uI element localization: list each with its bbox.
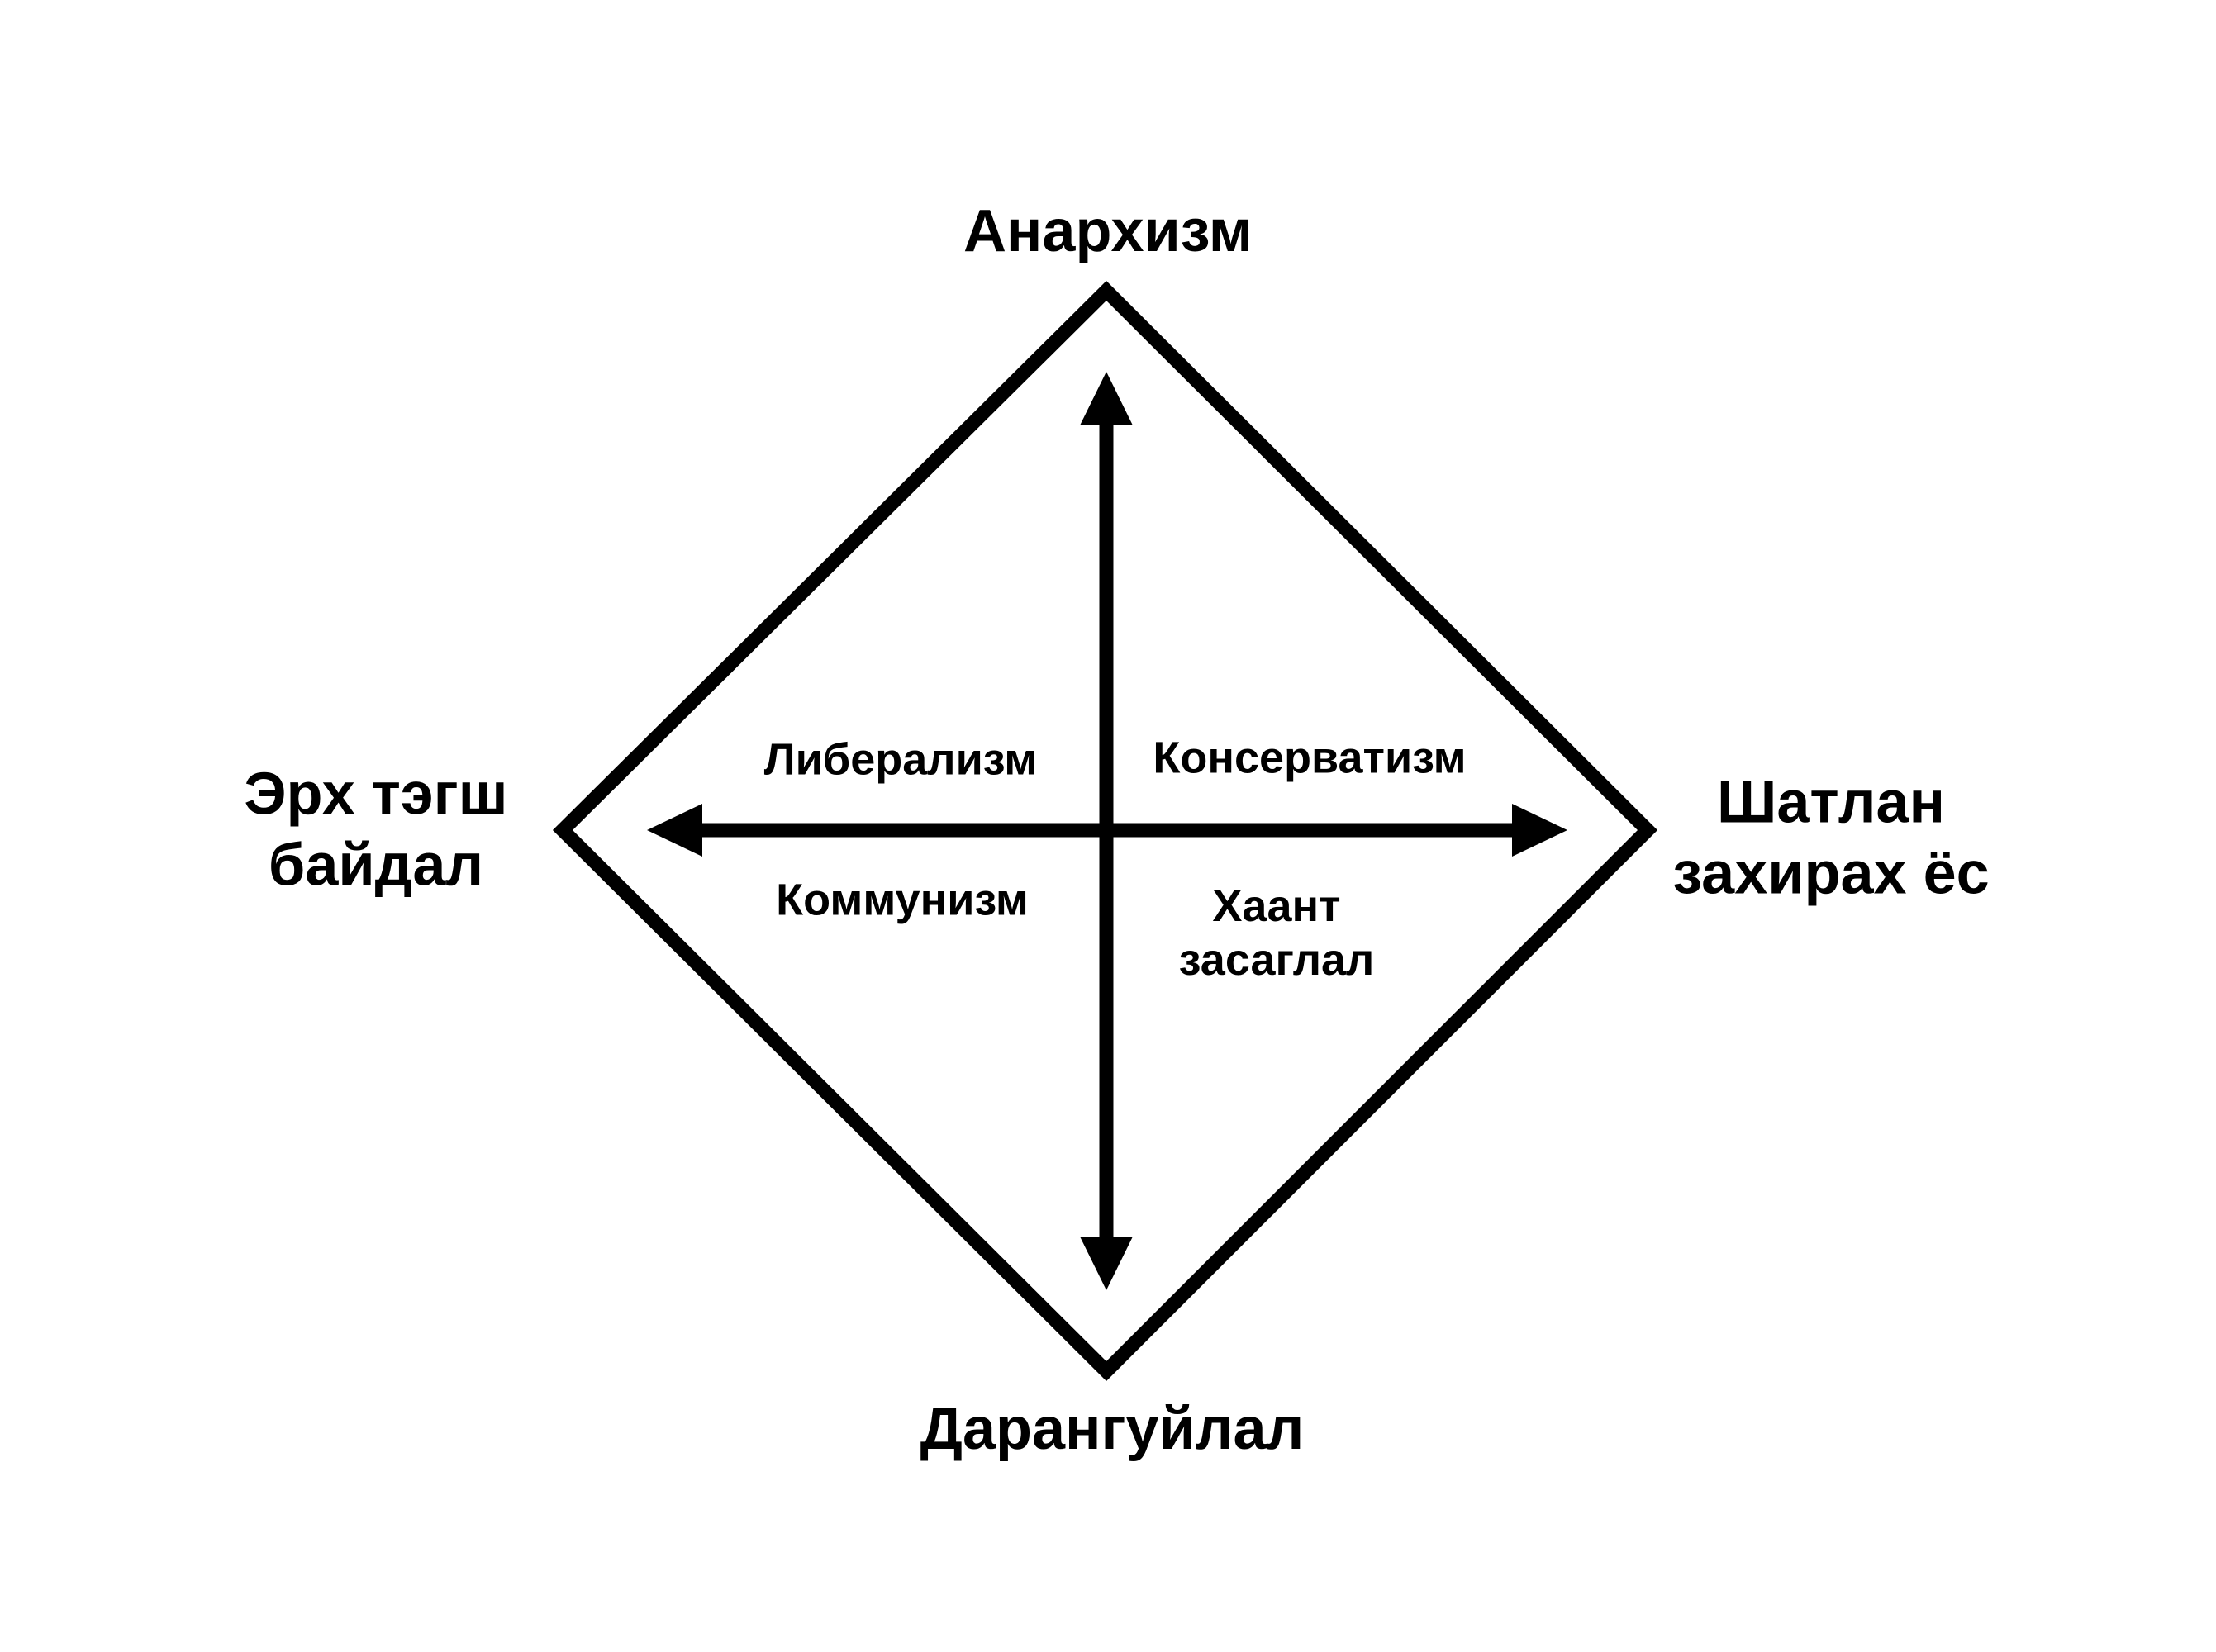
- quadrant-label-top-right: Консерватизм: [1153, 733, 1467, 783]
- quadrant-label-bottom-right-line2: засаглал: [1178, 935, 1375, 985]
- quadrant-label-top-left: Либерализм: [763, 734, 1038, 785]
- left-arrowhead-icon: [647, 804, 702, 857]
- axis-label-right-line1: Шатлан: [1717, 769, 1945, 836]
- axis-label-left: Эрх тэгш байдал: [244, 759, 507, 902]
- quadrant-label-bottom-right-line1: Хаант: [1212, 881, 1341, 932]
- diamond-outline: [552, 281, 1658, 1382]
- down-arrowhead-icon: [1080, 1237, 1133, 1290]
- up-arrowhead-icon: [1080, 372, 1133, 425]
- axis-label-right-line2: захирах ёс: [1672, 841, 1990, 907]
- axis-label-left-line1: Эрх тэгш: [244, 761, 508, 828]
- axis-label-left-line2: байдал: [268, 833, 484, 899]
- axis-label-right: Шатлан захирах ёс: [1672, 767, 1989, 910]
- quadrant-label-bottom-left: Коммунизм: [776, 875, 1029, 925]
- quadrant-label-bottom-right: Хаант засаглал: [1179, 880, 1375, 987]
- axis-label-top: Анархизм: [963, 197, 1253, 264]
- right-arrowhead-icon: [1512, 804, 1567, 857]
- axis-label-bottom: Дарангуйлал: [920, 1395, 1305, 1462]
